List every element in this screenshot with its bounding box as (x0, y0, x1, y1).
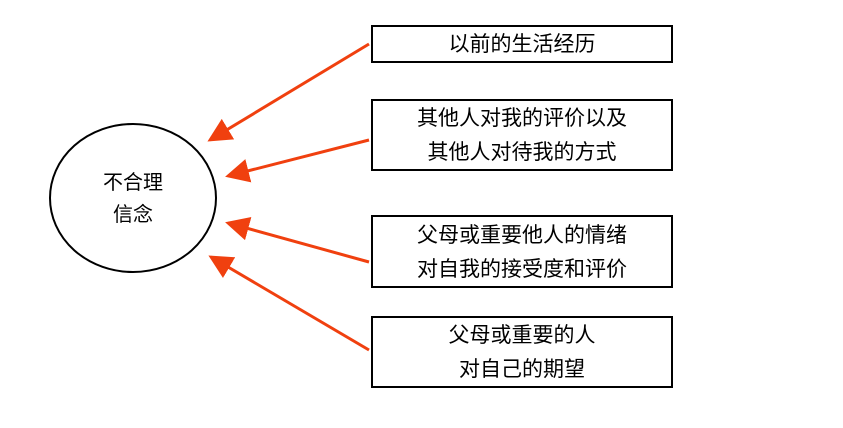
source-box-life-experience: 以前的生活经历 (371, 25, 673, 63)
center-label: 不合理信念 (50, 125, 216, 271)
center-label-line: 信念 (113, 202, 153, 226)
source-box-parents-expectations: 父母或重要的人对自己的期望 (371, 316, 673, 388)
source-text: 父母或重要他人的情绪 (417, 222, 627, 247)
arrow-4 (208, 255, 370, 352)
source-text: 其他人对待我的方式 (427, 140, 617, 164)
source-text: 对自己的期望 (459, 357, 585, 381)
arrow-1 (207, 42, 370, 142)
source-text: 对自我的接受度和评价 (417, 256, 627, 281)
source-text: 以前的生活经历 (448, 32, 596, 56)
center-circle (49, 123, 217, 273)
center-label-line: 不合理 (103, 170, 163, 194)
source-box-parents-emotions: 父母或重要他人的情绪对自我的接受度和评价 (371, 215, 673, 288)
source-text: 父母或重要的人 (448, 323, 596, 347)
arrow-2 (225, 138, 370, 183)
source-text: 其他人对我的评价以及 (417, 106, 627, 130)
source-box-others-evaluation: 其他人对我的评价以及其他人对待我的方式 (371, 99, 673, 171)
arrow-3 (225, 217, 370, 264)
